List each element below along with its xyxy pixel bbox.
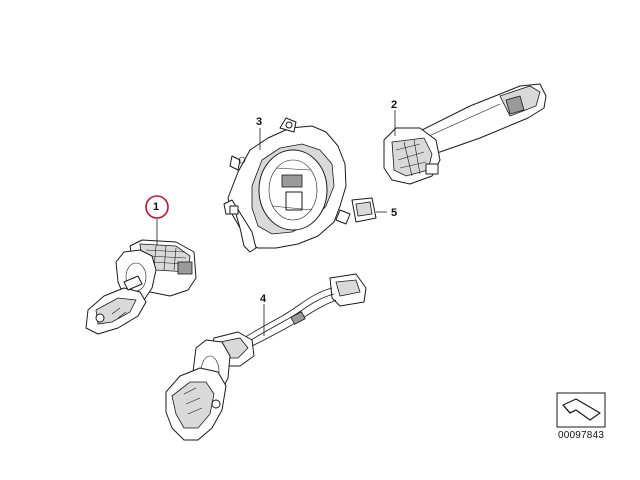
cruise-control-switch-part[interactable]	[165, 273, 367, 441]
clip-pad-part[interactable]	[351, 197, 377, 223]
callout-part-1[interactable]: 1	[153, 201, 160, 213]
callout-part-2[interactable]: 2	[391, 99, 398, 111]
diagram-number: 00097843	[558, 430, 605, 441]
callout-part-4[interactable]: 4	[260, 293, 267, 305]
wiper-switch-part[interactable]	[383, 83, 547, 185]
catalog-arrow-icon	[556, 392, 606, 428]
clock-spring-part[interactable]	[223, 117, 351, 253]
callout-1-highlight	[145, 195, 169, 219]
callout-part-5[interactable]: 5	[391, 207, 398, 219]
light-switch-part[interactable]	[85, 239, 197, 335]
callout-part-3[interactable]: 3	[256, 116, 263, 128]
